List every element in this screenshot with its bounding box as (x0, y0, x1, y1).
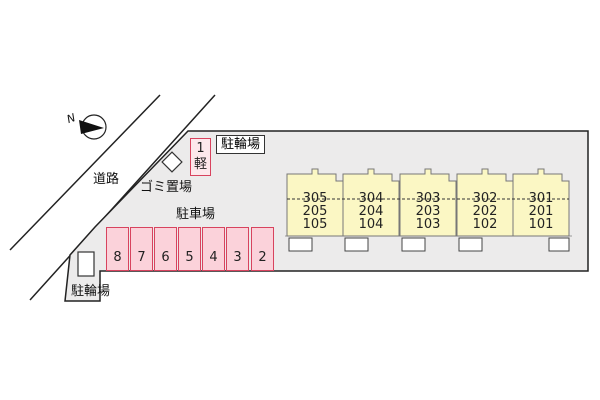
unit-number-3f: 302 (472, 191, 498, 206)
unit-numbers: 301 201 101 (513, 192, 569, 231)
road-edge-right (29, 94, 216, 301)
unit-numbers: 303 203 103 (400, 192, 456, 231)
parking-stall: 5 (178, 227, 201, 271)
entrance-step (548, 237, 570, 252)
unit-number-1f: 104 (358, 217, 384, 232)
parking-stall: 2 (251, 227, 274, 271)
unit-number-1f: 102 (472, 217, 498, 232)
road-label: 道路 (93, 172, 120, 187)
unit-number-2f: 203 (415, 204, 441, 219)
entrance-step (344, 237, 369, 252)
apartment-building (286, 168, 570, 252)
unit-number-2f: 201 (528, 204, 554, 219)
unit-number-3f: 303 (415, 191, 441, 206)
unit-number-3f: 301 (528, 191, 554, 206)
bicycle-parking-bottom-label: 駐輪場 (71, 284, 111, 299)
entrance-step (458, 237, 483, 252)
unit-block (399, 168, 457, 252)
garbage-station-label: ゴミ置場 (140, 180, 193, 195)
unit-number-3f: 304 (358, 191, 384, 206)
parking-stall: 4 (202, 227, 225, 271)
unit-number-1f: 101 (528, 217, 554, 232)
parking-stall: 3 (226, 227, 249, 271)
bicycle-parking-bottom-box (77, 251, 95, 277)
unit-block (342, 168, 400, 252)
unit-block (286, 168, 344, 252)
parking-stall: 6 (154, 227, 177, 271)
unit-number-2f: 204 (358, 204, 384, 219)
unit-number-1f: 103 (415, 217, 441, 232)
unit-numbers: 302 202 102 (457, 192, 513, 231)
unit-number-2f: 205 (302, 204, 328, 219)
north-arrow-icon (79, 114, 107, 140)
entrance-step (401, 237, 426, 252)
compact-car-stall: 1 軽 (190, 138, 211, 176)
unit-block (456, 168, 514, 252)
garbage-station-shape (161, 151, 183, 173)
unit-numbers: 304 204 104 (343, 192, 399, 231)
road-edge-left (9, 94, 161, 251)
unit-number-2f: 202 (472, 204, 498, 219)
unit-numbers: 305 205 105 (287, 192, 343, 231)
compact-stall-number: 1 (196, 141, 205, 156)
entrance-step (288, 237, 313, 252)
bicycle-parking-top-label: 駐輪場 (216, 135, 266, 154)
parking-stall: 7 (130, 227, 153, 271)
parking-label: 駐車場 (176, 207, 216, 222)
unit-number-3f: 305 (302, 191, 328, 206)
compact-stall-kind: 軽 (193, 157, 207, 172)
unit-block (512, 168, 570, 252)
unit-number-1f: 105 (302, 217, 328, 232)
parking-stall: 8 (106, 227, 129, 271)
